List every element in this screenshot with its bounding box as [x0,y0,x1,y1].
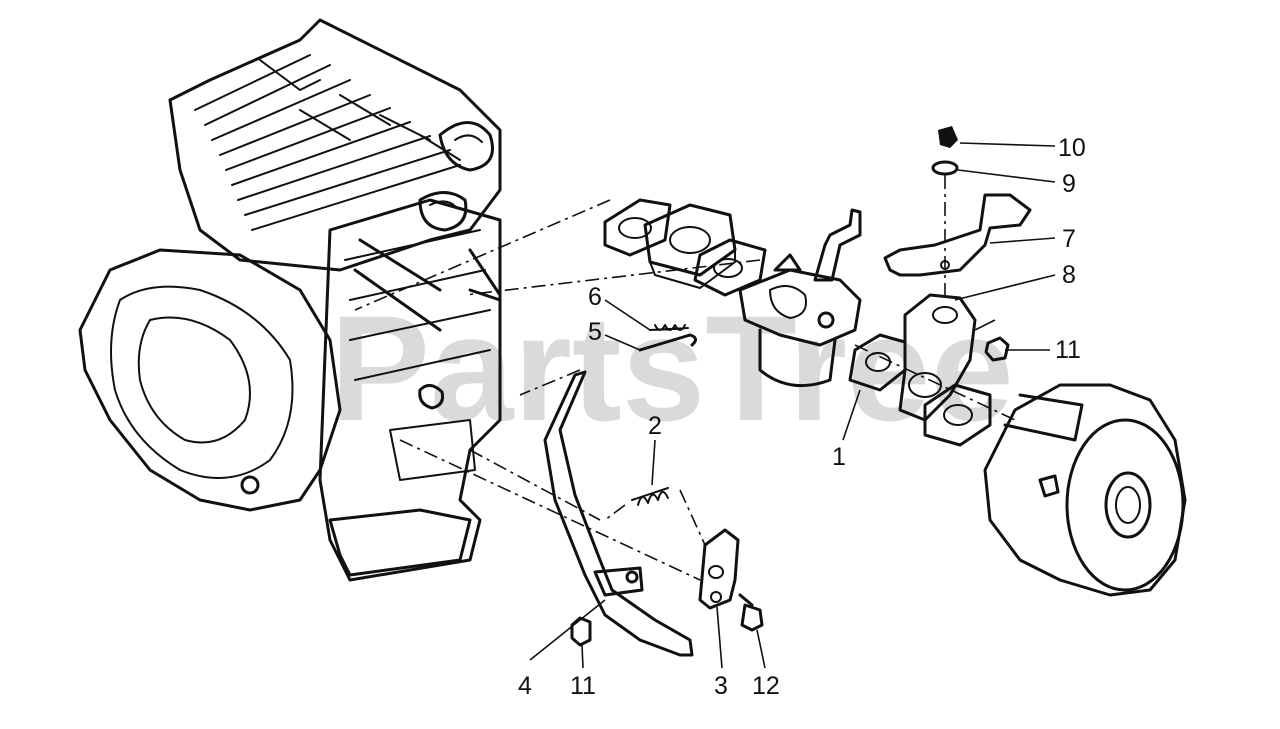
callout-6: 6 [588,283,602,311]
engine-block[interactable] [78,18,502,582]
intake-gasket-left[interactable] [603,198,672,257]
callout-3: 3 [714,672,728,700]
part-3-governor-bracket[interactable] [698,528,740,610]
part-4-governor-lever[interactable] [543,370,694,657]
callout-4: 4 [518,672,532,700]
part-10-bolt[interactable] [938,126,958,148]
leader-lines [529,142,1056,669]
callout-12: 12 [752,672,780,700]
carburetor-gasket[interactable] [693,238,767,297]
part-5-throttle-link[interactable] [638,333,697,352]
part-11-nut-upper[interactable] [984,336,1010,362]
callout-labels: 10 9 7 8 11 1 6 5 2 4 11 3 12 [518,134,1086,700]
part-11-nut-lower[interactable] [570,616,592,647]
assembly-centerlines [354,175,1016,581]
callout-5: 5 [588,318,602,346]
intake-spacer[interactable] [643,203,737,289]
callout-7: 7 [1062,225,1076,253]
part-2-governor-spring[interactable] [631,487,669,506]
carburetor[interactable] [738,208,862,388]
callout-1: 1 [832,443,846,471]
callout-9: 9 [1062,170,1076,198]
callout-10: 10 [1058,134,1086,162]
callout-8: 8 [1062,261,1076,289]
part-12-bolt[interactable] [738,593,764,632]
part-7-bracket[interactable] [883,193,1032,277]
air-cleaner-assembly[interactable] [983,383,1187,597]
callout-11-upper: 11 [1055,336,1081,364]
callout-11-lower: 11 [570,672,596,700]
part-6-throttle-spring[interactable] [649,324,689,331]
air-cleaner-gasket[interactable] [923,383,992,447]
part-9-washer[interactable] [931,160,959,176]
callout-2: 2 [648,412,662,440]
